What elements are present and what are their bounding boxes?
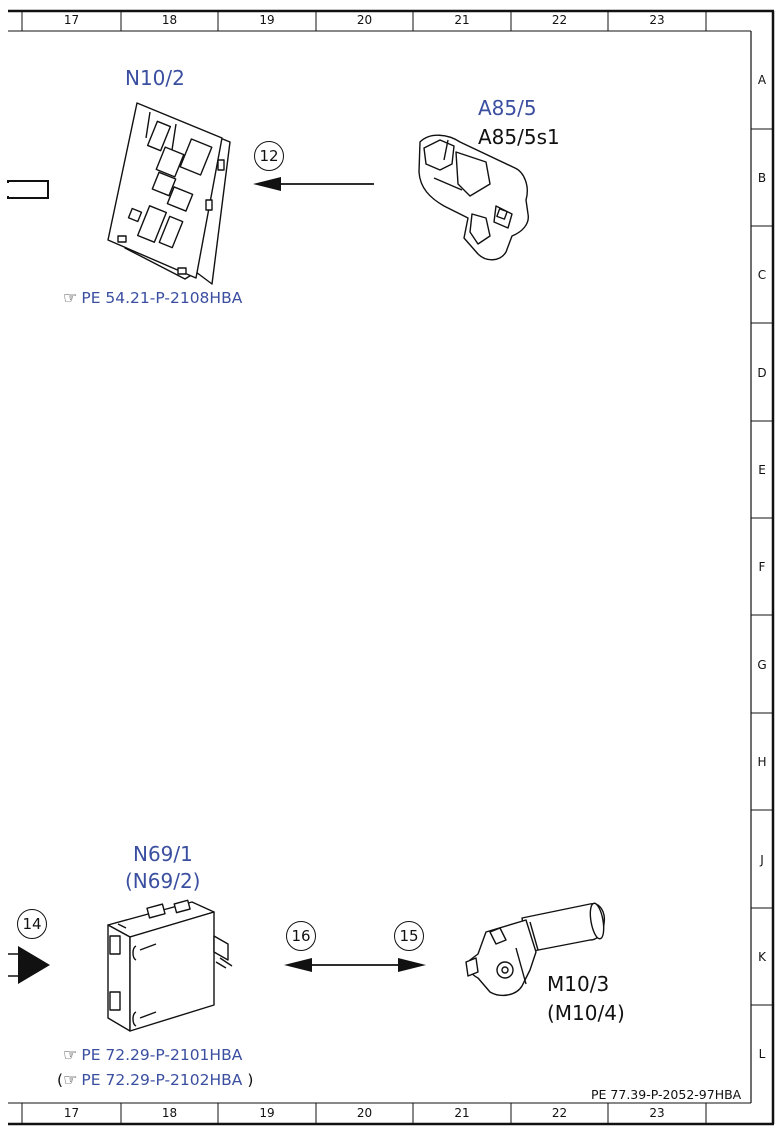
row-label: H <box>757 755 767 769</box>
row-label: D <box>757 366 767 380</box>
n69-1-reference-link[interactable]: ☞PE 72.29-P-2101HBA <box>63 1045 243 1065</box>
column-label: 20 <box>356 1106 373 1120</box>
column-label: 22 <box>551 13 568 27</box>
n69-1-control-unit-drawing <box>107 899 233 1032</box>
column-label: 20 <box>356 13 373 27</box>
column-label: 21 <box>454 13 470 27</box>
callout-16: 16 <box>286 921 316 951</box>
row-label: G <box>757 658 767 672</box>
n10-2-reference-link[interactable]: ☞PE 54.21-P-2108HBA <box>63 288 243 308</box>
row-label: E <box>758 463 766 477</box>
n69-1-label: N69/1 <box>133 842 193 866</box>
n10-2-control-unit-drawing <box>107 102 231 285</box>
row-label: K <box>758 950 766 964</box>
pointing-hand-icon: ☞ <box>63 1070 78 1089</box>
column-label: 22 <box>551 1106 568 1120</box>
paren-close: ) <box>247 1071 254 1089</box>
column-label: 21 <box>454 1106 470 1120</box>
row-label: J <box>760 853 764 867</box>
column-label: 17 <box>63 13 80 27</box>
row-label: L <box>758 1047 766 1061</box>
callout-15: 15 <box>394 921 424 951</box>
a85-5-door-latch-drawing <box>418 134 529 261</box>
n69-2-reference-link[interactable]: (☞PE 72.29-P-2102HBA ) <box>57 1070 254 1090</box>
column-label: 19 <box>259 1106 275 1120</box>
column-label: 23 <box>649 1106 665 1120</box>
arrow-to-n10-2 <box>253 177 374 191</box>
connector-stub-b <box>2 180 49 199</box>
a85-5s1-label: A85/5s1 <box>478 125 560 149</box>
row-label: B <box>757 171 767 185</box>
arrow-to-n69-1 <box>8 946 50 984</box>
n10-2-label: N10/2 <box>125 66 185 90</box>
row-label: F <box>758 560 766 574</box>
callout-14: 14 <box>17 909 47 939</box>
column-label: 23 <box>649 13 665 27</box>
reference-text: PE 54.21-P-2108HBA <box>81 289 243 307</box>
row-label: C <box>757 268 767 282</box>
pointing-hand-icon: ☞ <box>63 1045 78 1064</box>
paren-open: ( <box>57 1071 64 1089</box>
a85-5-label: A85/5 <box>478 96 537 120</box>
m10-4-label: (M10/4) <box>547 1001 625 1025</box>
m10-3-window-motor-drawing <box>465 902 606 997</box>
row-label: A <box>757 73 767 87</box>
callout-12: 12 <box>254 141 284 171</box>
column-label: 17 <box>63 1106 80 1120</box>
m10-3-label: M10/3 <box>547 972 610 996</box>
n69-2-label: (N69/2) <box>125 869 201 893</box>
reference-text: PE 72.29-P-2101HBA <box>81 1046 243 1064</box>
column-label: 18 <box>161 1106 178 1120</box>
reference-text: PE 72.29-P-2102HBA <box>81 1071 243 1089</box>
column-label: 19 <box>259 13 275 27</box>
document-id: PE 77.39-P-2052-97HBA <box>591 1087 742 1102</box>
column-label: 18 <box>161 13 178 27</box>
pointing-hand-icon: ☞ <box>63 288 78 307</box>
double-arrow-n69-m10 <box>284 958 426 972</box>
